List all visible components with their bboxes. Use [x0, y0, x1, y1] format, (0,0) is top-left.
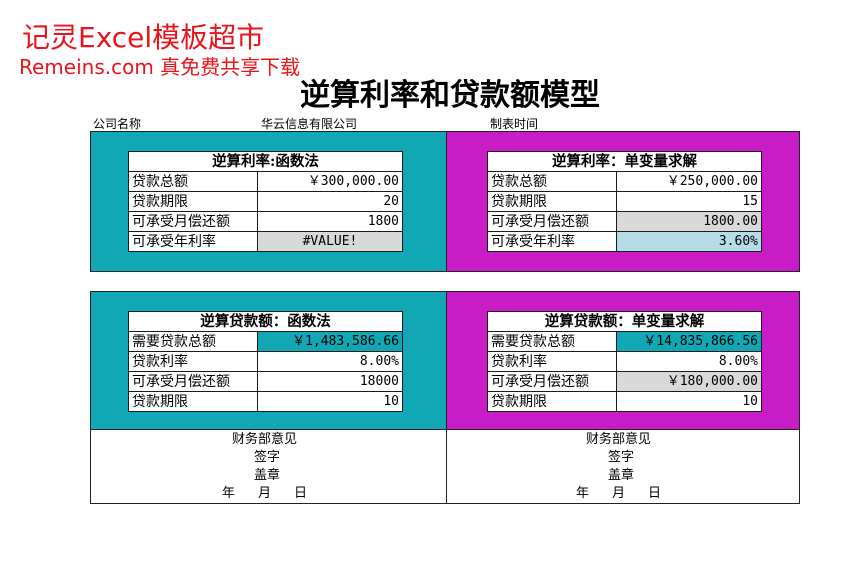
opinion-label: 财务部意见 — [232, 432, 298, 447]
table-cell-value[interactable]: 8.00% — [616, 351, 762, 372]
table-row: 需要贷款总额￥1,483,586.66 — [128, 331, 403, 352]
opinion-label: 财务部意见 — [586, 432, 652, 447]
table-cell-label[interactable]: 可承受月偿还额 — [128, 371, 258, 392]
table-cell-label[interactable]: 贷款期限 — [128, 191, 258, 212]
table-cell-label[interactable]: 可承受年利率 — [487, 231, 617, 252]
table-row: 可承受月偿还额￥180,000.00 — [487, 371, 762, 392]
table-cell-value[interactable]: 20 — [257, 191, 403, 212]
table-cell-value[interactable]: ￥300,000.00 — [257, 171, 403, 192]
table-cell-label[interactable]: 可承受月偿还额 — [487, 211, 617, 232]
year-label: 年 — [222, 486, 236, 501]
loan-function-heading: 逆算贷款额：函数法 — [128, 311, 403, 332]
table-cell-label[interactable]: 贷款利率 — [128, 351, 258, 372]
table-cell-label[interactable]: 贷款总额 — [128, 171, 258, 192]
page-title: 逆算利率和贷款额模型 — [300, 78, 600, 113]
month-label: 月 — [258, 486, 272, 501]
seal-label: 盖章 — [608, 468, 635, 483]
company-value: 华云信息有限公司 — [261, 117, 358, 131]
company-label: 公司名称 — [93, 117, 142, 131]
table-cell-label[interactable]: 贷款期限 — [487, 391, 617, 412]
table-cell-value[interactable]: 15 — [616, 191, 762, 212]
table-cell-value[interactable]: 1800.00 — [616, 211, 762, 232]
signature-box-right: 财务部意见 签字 盖章 年 月 日 — [446, 429, 800, 504]
table-cell-label[interactable]: 贷款期限 — [128, 391, 258, 412]
table-cell-label[interactable]: 贷款期限 — [487, 191, 617, 212]
table-row: 需要贷款总额￥14,835,866.56 — [487, 331, 762, 352]
month-label: 月 — [612, 486, 626, 501]
table-cell-label[interactable]: 需要贷款总额 — [128, 331, 258, 352]
table-cell-value[interactable]: 1800 — [257, 211, 403, 232]
date-label: 制表时间 — [490, 117, 539, 131]
table-cell-label[interactable]: 可承受月偿还额 — [487, 371, 617, 392]
sign-label: 签字 — [608, 450, 635, 465]
table-cell-label[interactable]: 需要贷款总额 — [487, 331, 617, 352]
table-cell-value[interactable]: 8.00% — [257, 351, 403, 372]
table-cell-value[interactable]: ￥180,000.00 — [616, 371, 762, 392]
table-cell-value[interactable]: 18000 — [257, 371, 403, 392]
table-cell-value[interactable]: 10 — [616, 391, 762, 412]
table-row: 贷款总额￥300,000.00 — [128, 171, 403, 192]
sign-label: 签字 — [254, 450, 281, 465]
table-cell-value[interactable]: ￥1,483,586.66 — [257, 331, 403, 352]
loan-solver-heading: 逆算贷款额：单变量求解 — [487, 311, 762, 332]
year-label: 年 — [576, 486, 590, 501]
table-cell-value[interactable]: 10 — [257, 391, 403, 412]
table-row: 贷款总额￥250,000.00 — [487, 171, 762, 192]
rate-solver-heading: 逆算利率：单变量求解 — [487, 151, 762, 172]
watermark-line2: Remeins.com 真免费共享下载 — [19, 55, 301, 79]
table-cell-label[interactable]: 可承受年利率 — [128, 231, 258, 252]
table-cell-value[interactable]: ￥14,835,866.56 — [616, 331, 762, 352]
day-label: 日 — [648, 486, 662, 501]
table-cell-value[interactable]: 3.60% — [616, 231, 762, 252]
table-cell-value[interactable]: #VALUE! — [257, 231, 403, 252]
table-cell-label[interactable]: 贷款总额 — [487, 171, 617, 192]
table-row: 可承受年利率#VALUE! — [128, 231, 403, 252]
day-label: 日 — [294, 486, 308, 501]
rate-function-heading: 逆算利率:函数法 — [128, 151, 403, 172]
watermark-line1: 记灵Excel模板超市 — [22, 21, 265, 54]
table-cell-label[interactable]: 贷款利率 — [487, 351, 617, 372]
signature-box-left: 财务部意见 签字 盖章 年 月 日 — [90, 429, 447, 504]
table-cell-value[interactable]: ￥250,000.00 — [616, 171, 762, 192]
table-cell-label[interactable]: 可承受月偿还额 — [128, 211, 258, 232]
seal-label: 盖章 — [254, 468, 281, 483]
